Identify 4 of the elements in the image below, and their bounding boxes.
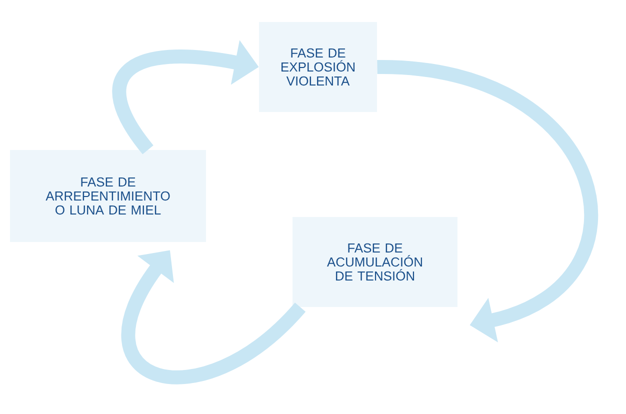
phase-box: FASE DE ARREPENTIMIENTO O LUNA DE MIEL bbox=[10, 150, 206, 242]
phase-box: FASE DE EXPLOSIÓN VIOLENTA bbox=[259, 22, 377, 112]
phase-box: FASE DE ACUMULACIÓN DE TENSIÓN bbox=[292, 217, 458, 307]
ribbon-arrow bbox=[376, 60, 598, 342]
